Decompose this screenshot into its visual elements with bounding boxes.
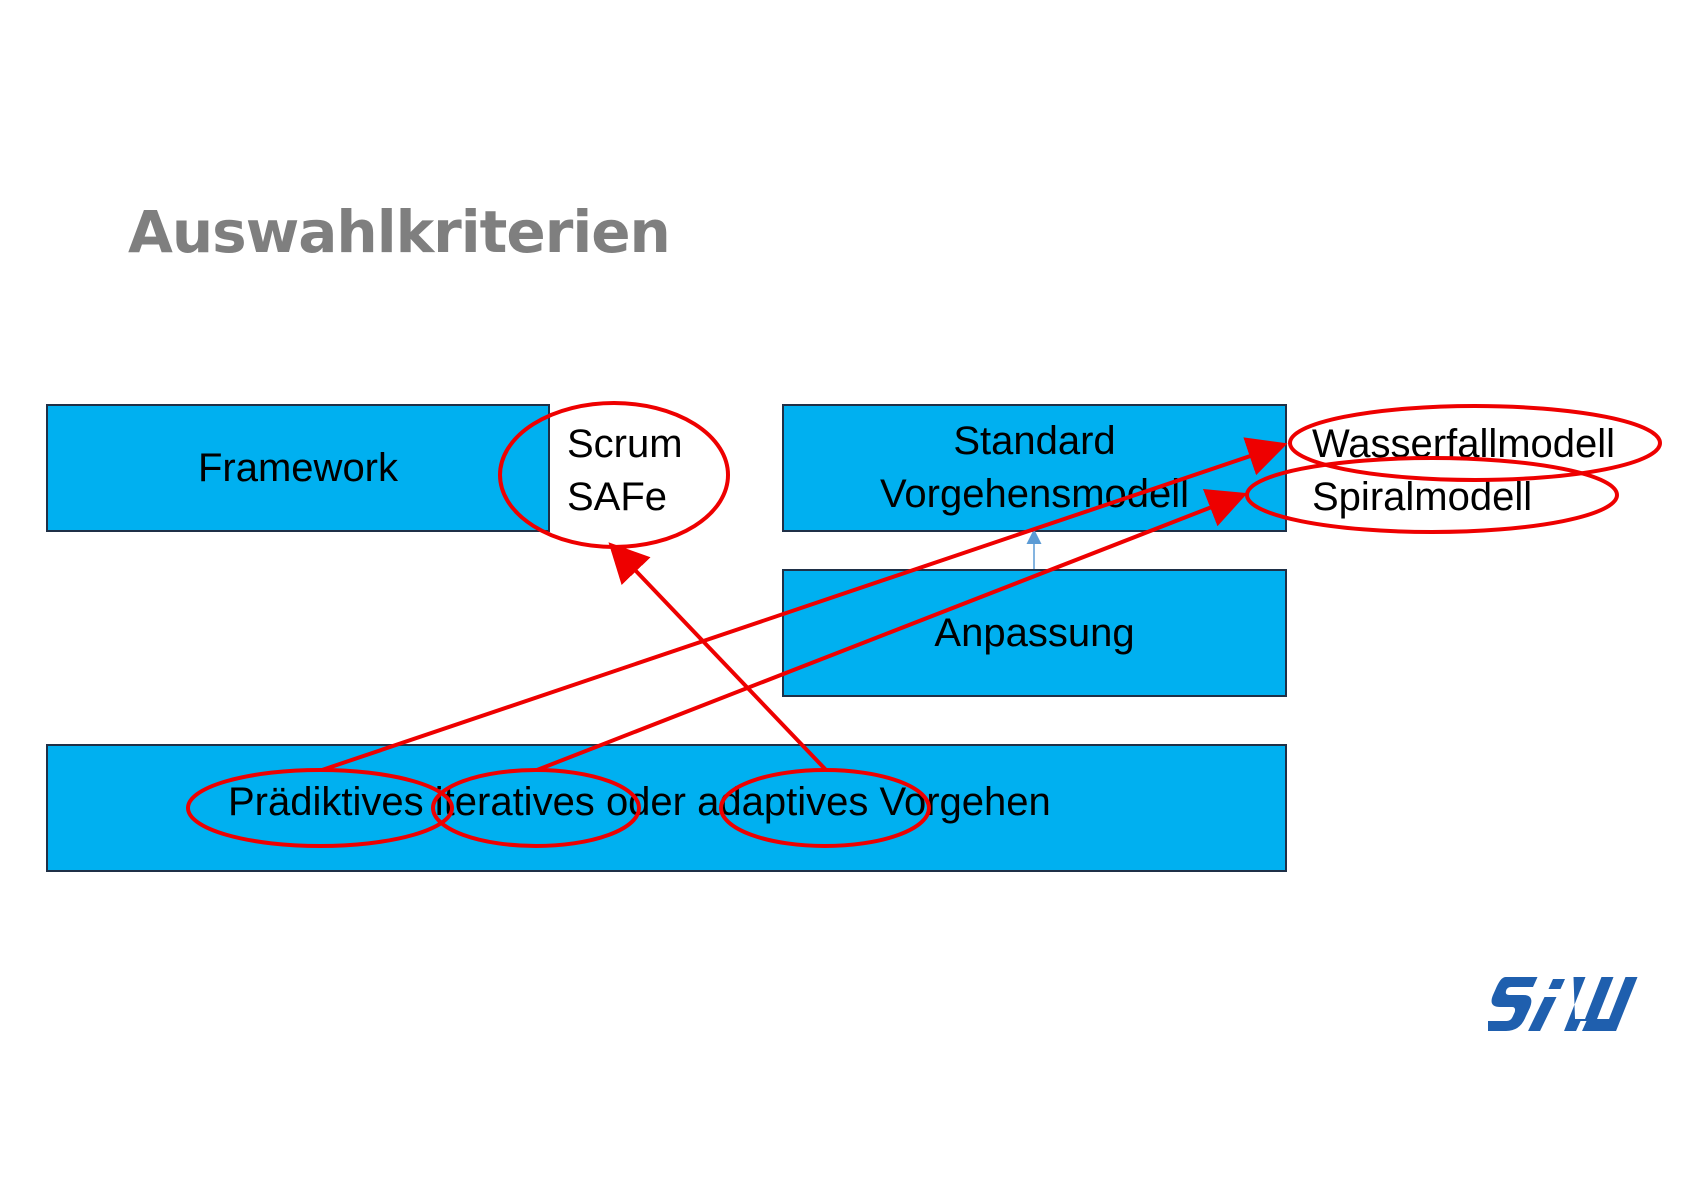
framework-examples-list: Scrum SAFe xyxy=(567,418,683,524)
approach-iterative: iteratives xyxy=(434,780,595,824)
approach-predictive: Prädiktives xyxy=(228,780,424,824)
framework-label: Framework xyxy=(197,445,399,490)
slide-title: Auswahlkriterien xyxy=(128,198,671,266)
siw-logo xyxy=(1488,977,1638,1031)
standard-process-model-box: Standard Vorgehensmodell xyxy=(782,404,1287,532)
model-example-wasserfall: Wasserfallmodell xyxy=(1312,422,1616,466)
approach-noun: Vorgehen xyxy=(879,780,1051,824)
framework-example-safe: SAFe xyxy=(567,475,668,519)
adaptation-box: Anpassung xyxy=(782,569,1287,697)
standard-label-line1: Standard xyxy=(953,419,1116,463)
approach-sentence: Prädiktives iteratives oder adaptives Vo… xyxy=(228,776,1051,829)
model-example-spiral: Spiralmodell xyxy=(1312,475,1533,519)
process-model-examples-list: Wasserfallmodell Spiralmodell xyxy=(1312,418,1615,524)
approach-adaptive: adaptives xyxy=(697,780,869,824)
adaptation-label: Anpassung xyxy=(934,610,1135,655)
standard-label-line2: Vorgehensmodell xyxy=(879,472,1190,516)
approach-or: oder xyxy=(605,780,686,824)
approach-box: Prädiktives iteratives oder adaptives Vo… xyxy=(46,744,1287,872)
framework-example-scrum: Scrum xyxy=(567,422,683,466)
framework-box: Framework xyxy=(46,404,550,532)
